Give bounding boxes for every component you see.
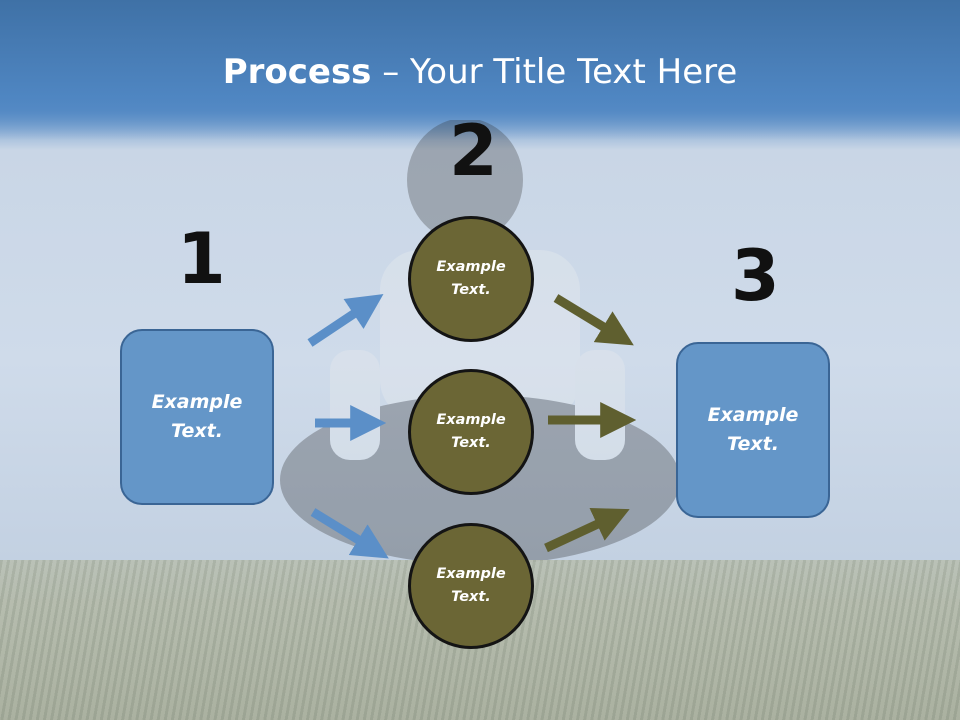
title-banner — [0, 0, 960, 140]
step-number-3: 3 — [731, 235, 780, 317]
step-1-text-line1: Example — [151, 391, 243, 413]
arrow-1-to-2a — [307, 294, 384, 347]
step-number-2: 2 — [449, 110, 498, 192]
arrow-2c-to-3 — [544, 508, 630, 553]
arrow-2a-to-3 — [553, 294, 634, 346]
circle-middle-line2: Text. — [451, 435, 491, 451]
circle-top-line2: Text. — [451, 282, 491, 298]
step-3-text-line1: Example — [707, 404, 799, 426]
circle-middle-line1: Example — [436, 412, 506, 428]
circle-top-line1: Example — [436, 259, 506, 275]
title-bold: Process — [222, 52, 372, 92]
circle-bottom-line1: Example — [436, 566, 506, 582]
title-rest: – Your Title Text Here — [371, 52, 738, 92]
arrow-1-to-2c — [310, 508, 389, 559]
step-3-text-line2: Text. — [727, 433, 779, 455]
circle-bottom-line2: Text. — [451, 589, 491, 605]
step-number-1: 1 — [177, 218, 226, 300]
slide-title: Process – Your Title Text Here — [0, 52, 960, 92]
step-1-text-line2: Text. — [171, 420, 223, 442]
